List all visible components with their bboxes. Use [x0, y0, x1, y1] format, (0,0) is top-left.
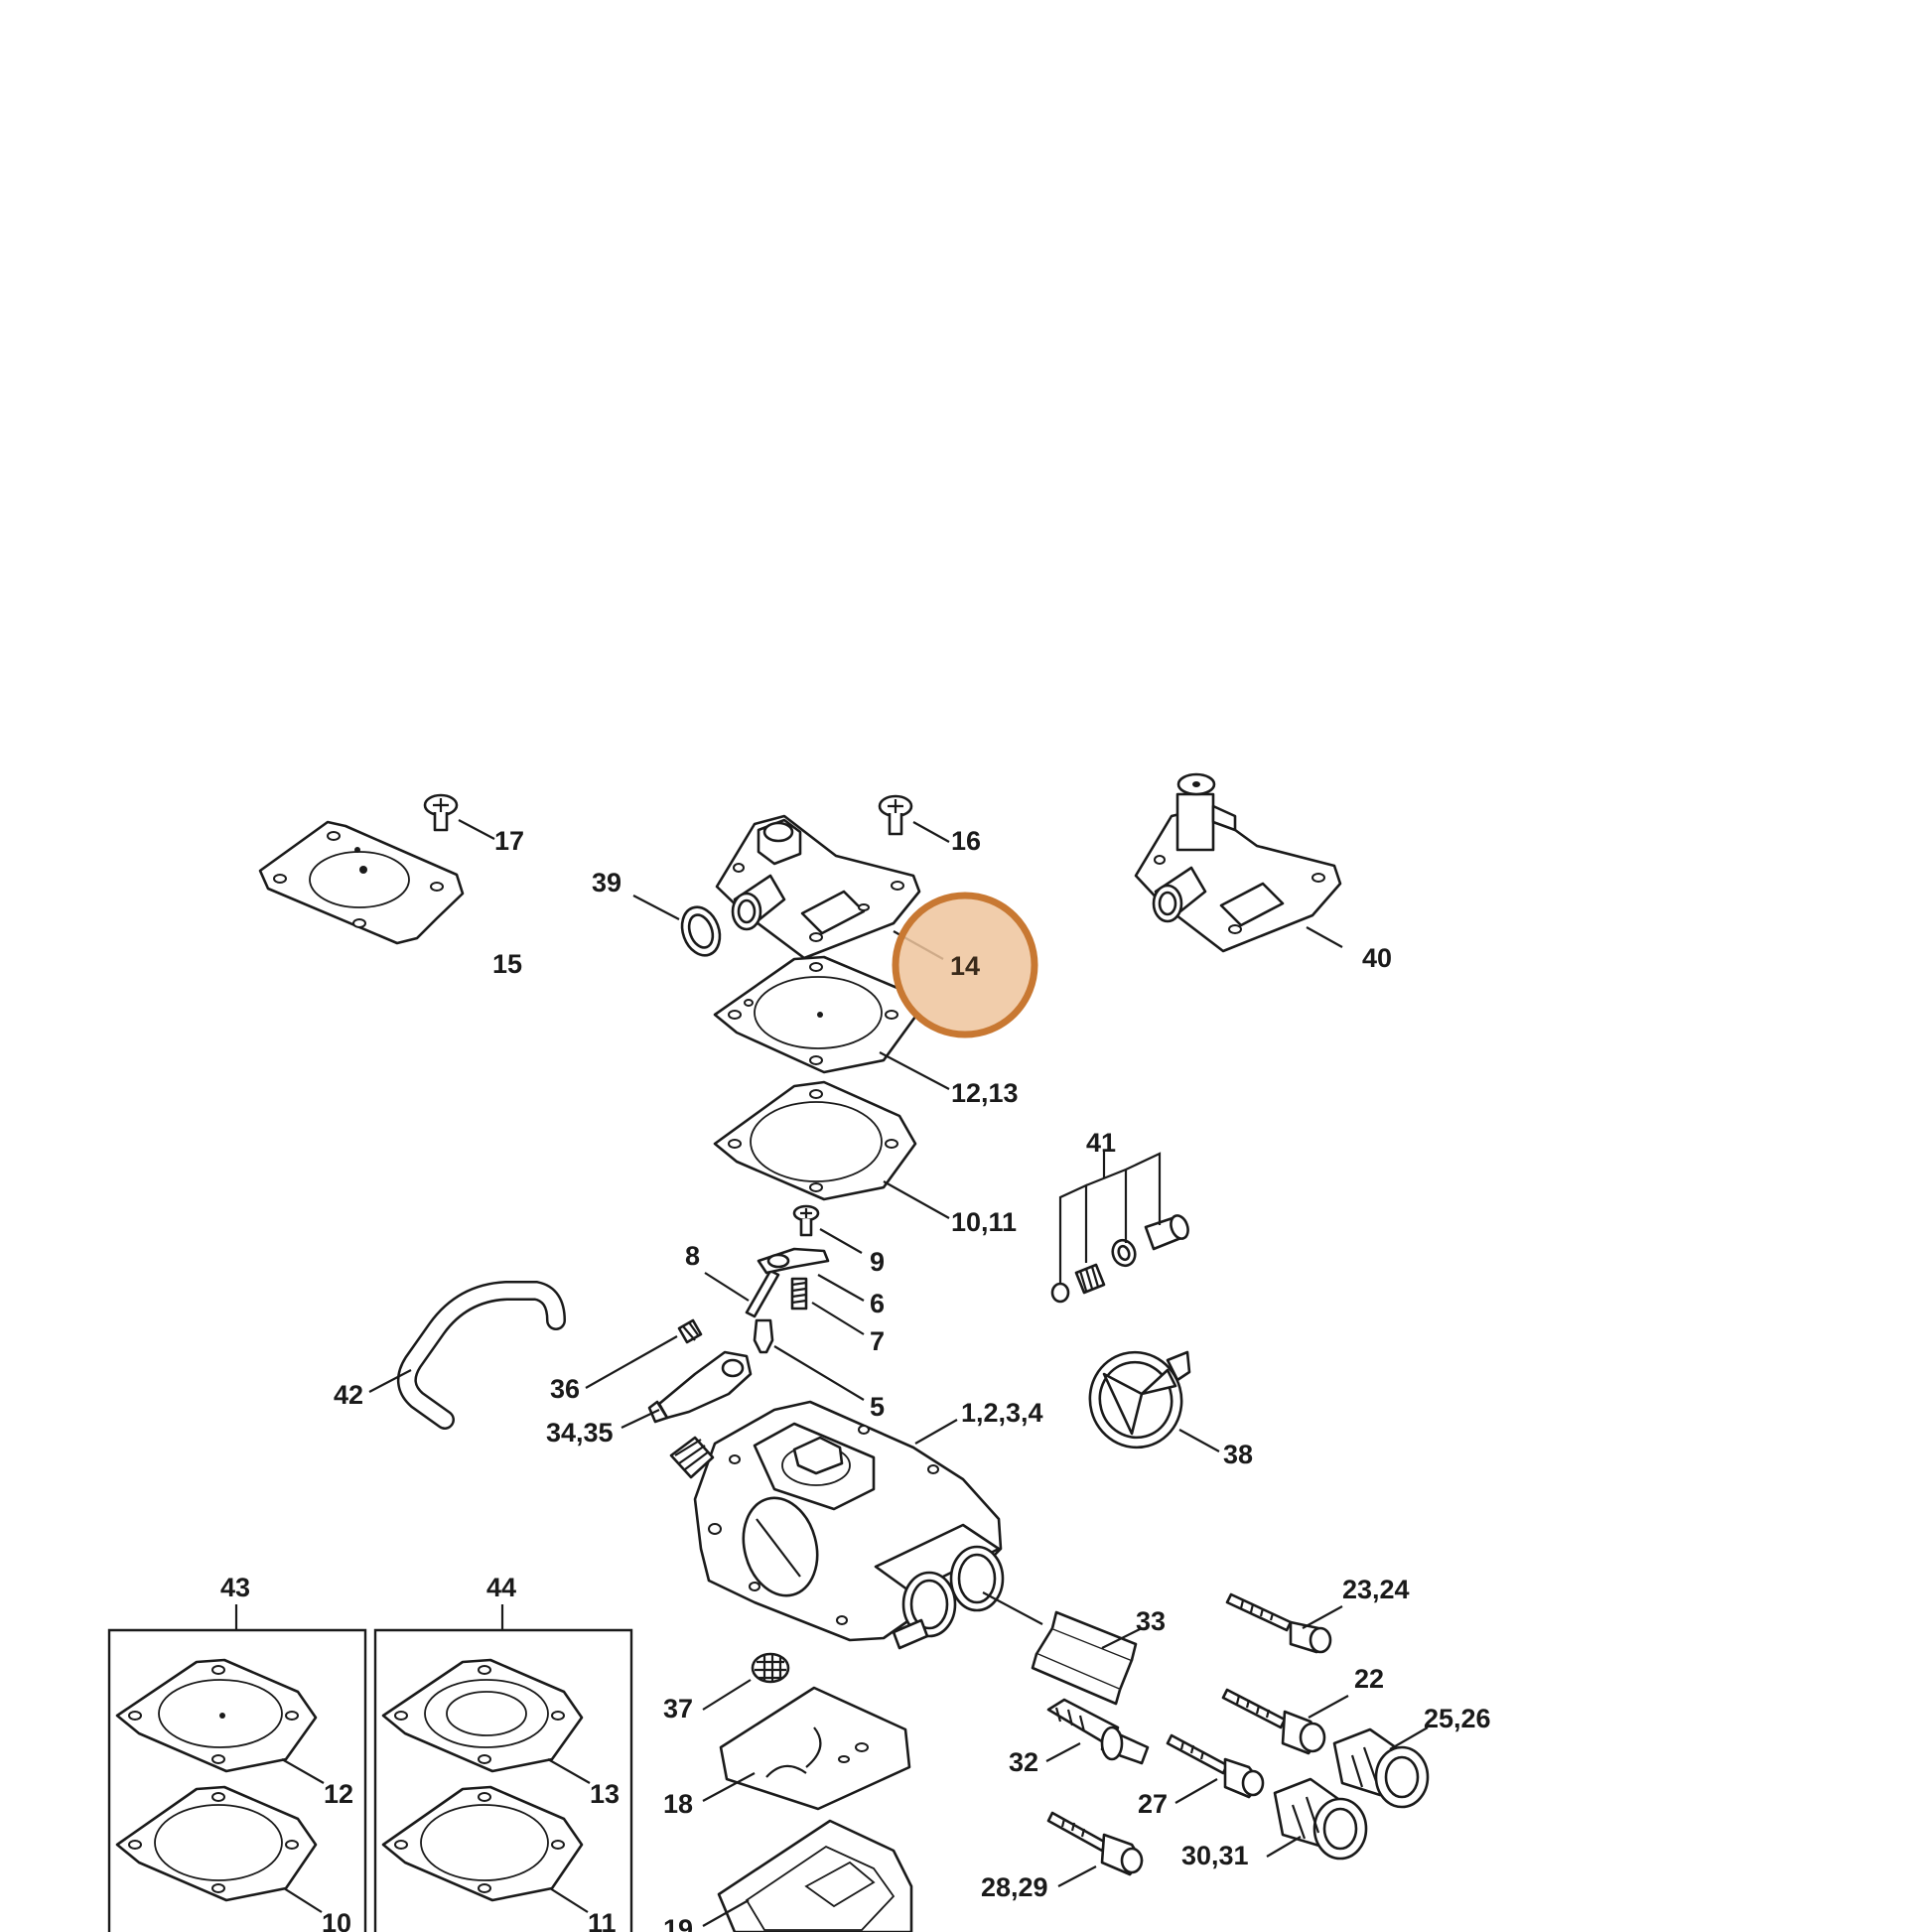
- part-37-screen: [751, 1652, 790, 1684]
- callout-44[interactable]: 44: [486, 1573, 516, 1602]
- callout-16[interactable]: 16: [951, 826, 981, 856]
- part-7-spring: [790, 1277, 808, 1311]
- callout-39[interactable]: 39: [592, 868, 621, 897]
- part-5-needle: [753, 1318, 774, 1354]
- part-12-13-diaphragm: [713, 955, 917, 1074]
- callout-15[interactable]: 15: [492, 949, 522, 979]
- callout-34-35[interactable]: 34,35: [546, 1418, 614, 1448]
- part-42-fuel-hose: [397, 1281, 566, 1430]
- callout-42[interactable]: 42: [334, 1380, 363, 1410]
- callout-27[interactable]: 27: [1138, 1789, 1168, 1819]
- highlight-marker-14[interactable]: 14: [892, 892, 1038, 1038]
- callout-13[interactable]: 13: [590, 1779, 620, 1809]
- kit-43-box: [107, 1604, 367, 1932]
- callout-41[interactable]: 41: [1086, 1128, 1116, 1158]
- part-38-filter-cup: [1088, 1350, 1191, 1449]
- part-27-screw: [1166, 1733, 1265, 1799]
- part-34-35-lever: [647, 1350, 753, 1424]
- part-18-plate: [719, 1686, 911, 1811]
- part-40-pump-cover: [1134, 772, 1342, 953]
- part-23-24-screw: [1225, 1592, 1332, 1654]
- callout-22[interactable]: 22: [1354, 1664, 1384, 1694]
- part-41-valve-kit: [1050, 1214, 1189, 1304]
- callout-18[interactable]: 18: [663, 1789, 693, 1819]
- part-15-cover: [258, 820, 465, 945]
- part-30-31-cap: [1273, 1777, 1368, 1861]
- part-19-gasket: [717, 1819, 913, 1932]
- callout-36[interactable]: 36: [550, 1374, 580, 1404]
- callout-17[interactable]: 17: [494, 826, 524, 856]
- callout-19[interactable]: 19: [663, 1914, 693, 1932]
- part-14-pump-cover: [715, 814, 921, 960]
- callout-33[interactable]: 33: [1136, 1606, 1166, 1636]
- callout-11[interactable]: 11: [588, 1908, 617, 1932]
- callout-32[interactable]: 32: [1009, 1747, 1038, 1777]
- part-22-screw: [1221, 1688, 1326, 1755]
- callout-1-2-3-4[interactable]: 1,2,3,4: [961, 1398, 1043, 1428]
- callout-12[interactable]: 12: [324, 1779, 353, 1809]
- callout-12-13[interactable]: 12,13: [951, 1078, 1019, 1108]
- callout-28-29[interactable]: 28,29: [981, 1872, 1048, 1902]
- callout-23-24[interactable]: 23,24: [1342, 1575, 1410, 1604]
- part-28-29-screw: [1046, 1811, 1144, 1876]
- part-10-11-gasket: [713, 1080, 917, 1201]
- part-16-screw: [878, 794, 913, 836]
- callout-25-26[interactable]: 25,26: [1424, 1704, 1491, 1733]
- callout-10[interactable]: 10: [322, 1908, 351, 1932]
- part-39-o-ring: [680, 905, 722, 957]
- part-32-needle: [1046, 1698, 1150, 1765]
- callout-14: 14: [950, 951, 980, 981]
- callout-38[interactable]: 38: [1223, 1440, 1253, 1469]
- callout-37[interactable]: 37: [663, 1694, 693, 1724]
- part-8-pin: [745, 1269, 780, 1318]
- callout-30-31[interactable]: 30,31: [1181, 1841, 1249, 1870]
- callout-6[interactable]: 6: [870, 1289, 885, 1318]
- callout-10-11[interactable]: 10,11: [951, 1207, 1017, 1237]
- part-9-screw: [792, 1204, 820, 1237]
- kit-44-box: [373, 1604, 633, 1932]
- part-36-screw: [677, 1318, 703, 1344]
- callout-43[interactable]: 43: [220, 1573, 250, 1602]
- callout-7[interactable]: 7: [870, 1326, 885, 1356]
- callout-40[interactable]: 40: [1362, 943, 1392, 973]
- callout-8[interactable]: 8: [685, 1241, 700, 1271]
- part-25-26-cap: [1332, 1727, 1430, 1809]
- part-1-4-carburetor-body: [669, 1400, 1005, 1650]
- part-17-screw: [423, 793, 459, 832]
- callout-5[interactable]: 5: [870, 1392, 885, 1422]
- callout-9[interactable]: 9: [870, 1247, 885, 1277]
- part-33-housing: [982, 1591, 1138, 1706]
- part-6-lever: [757, 1247, 830, 1275]
